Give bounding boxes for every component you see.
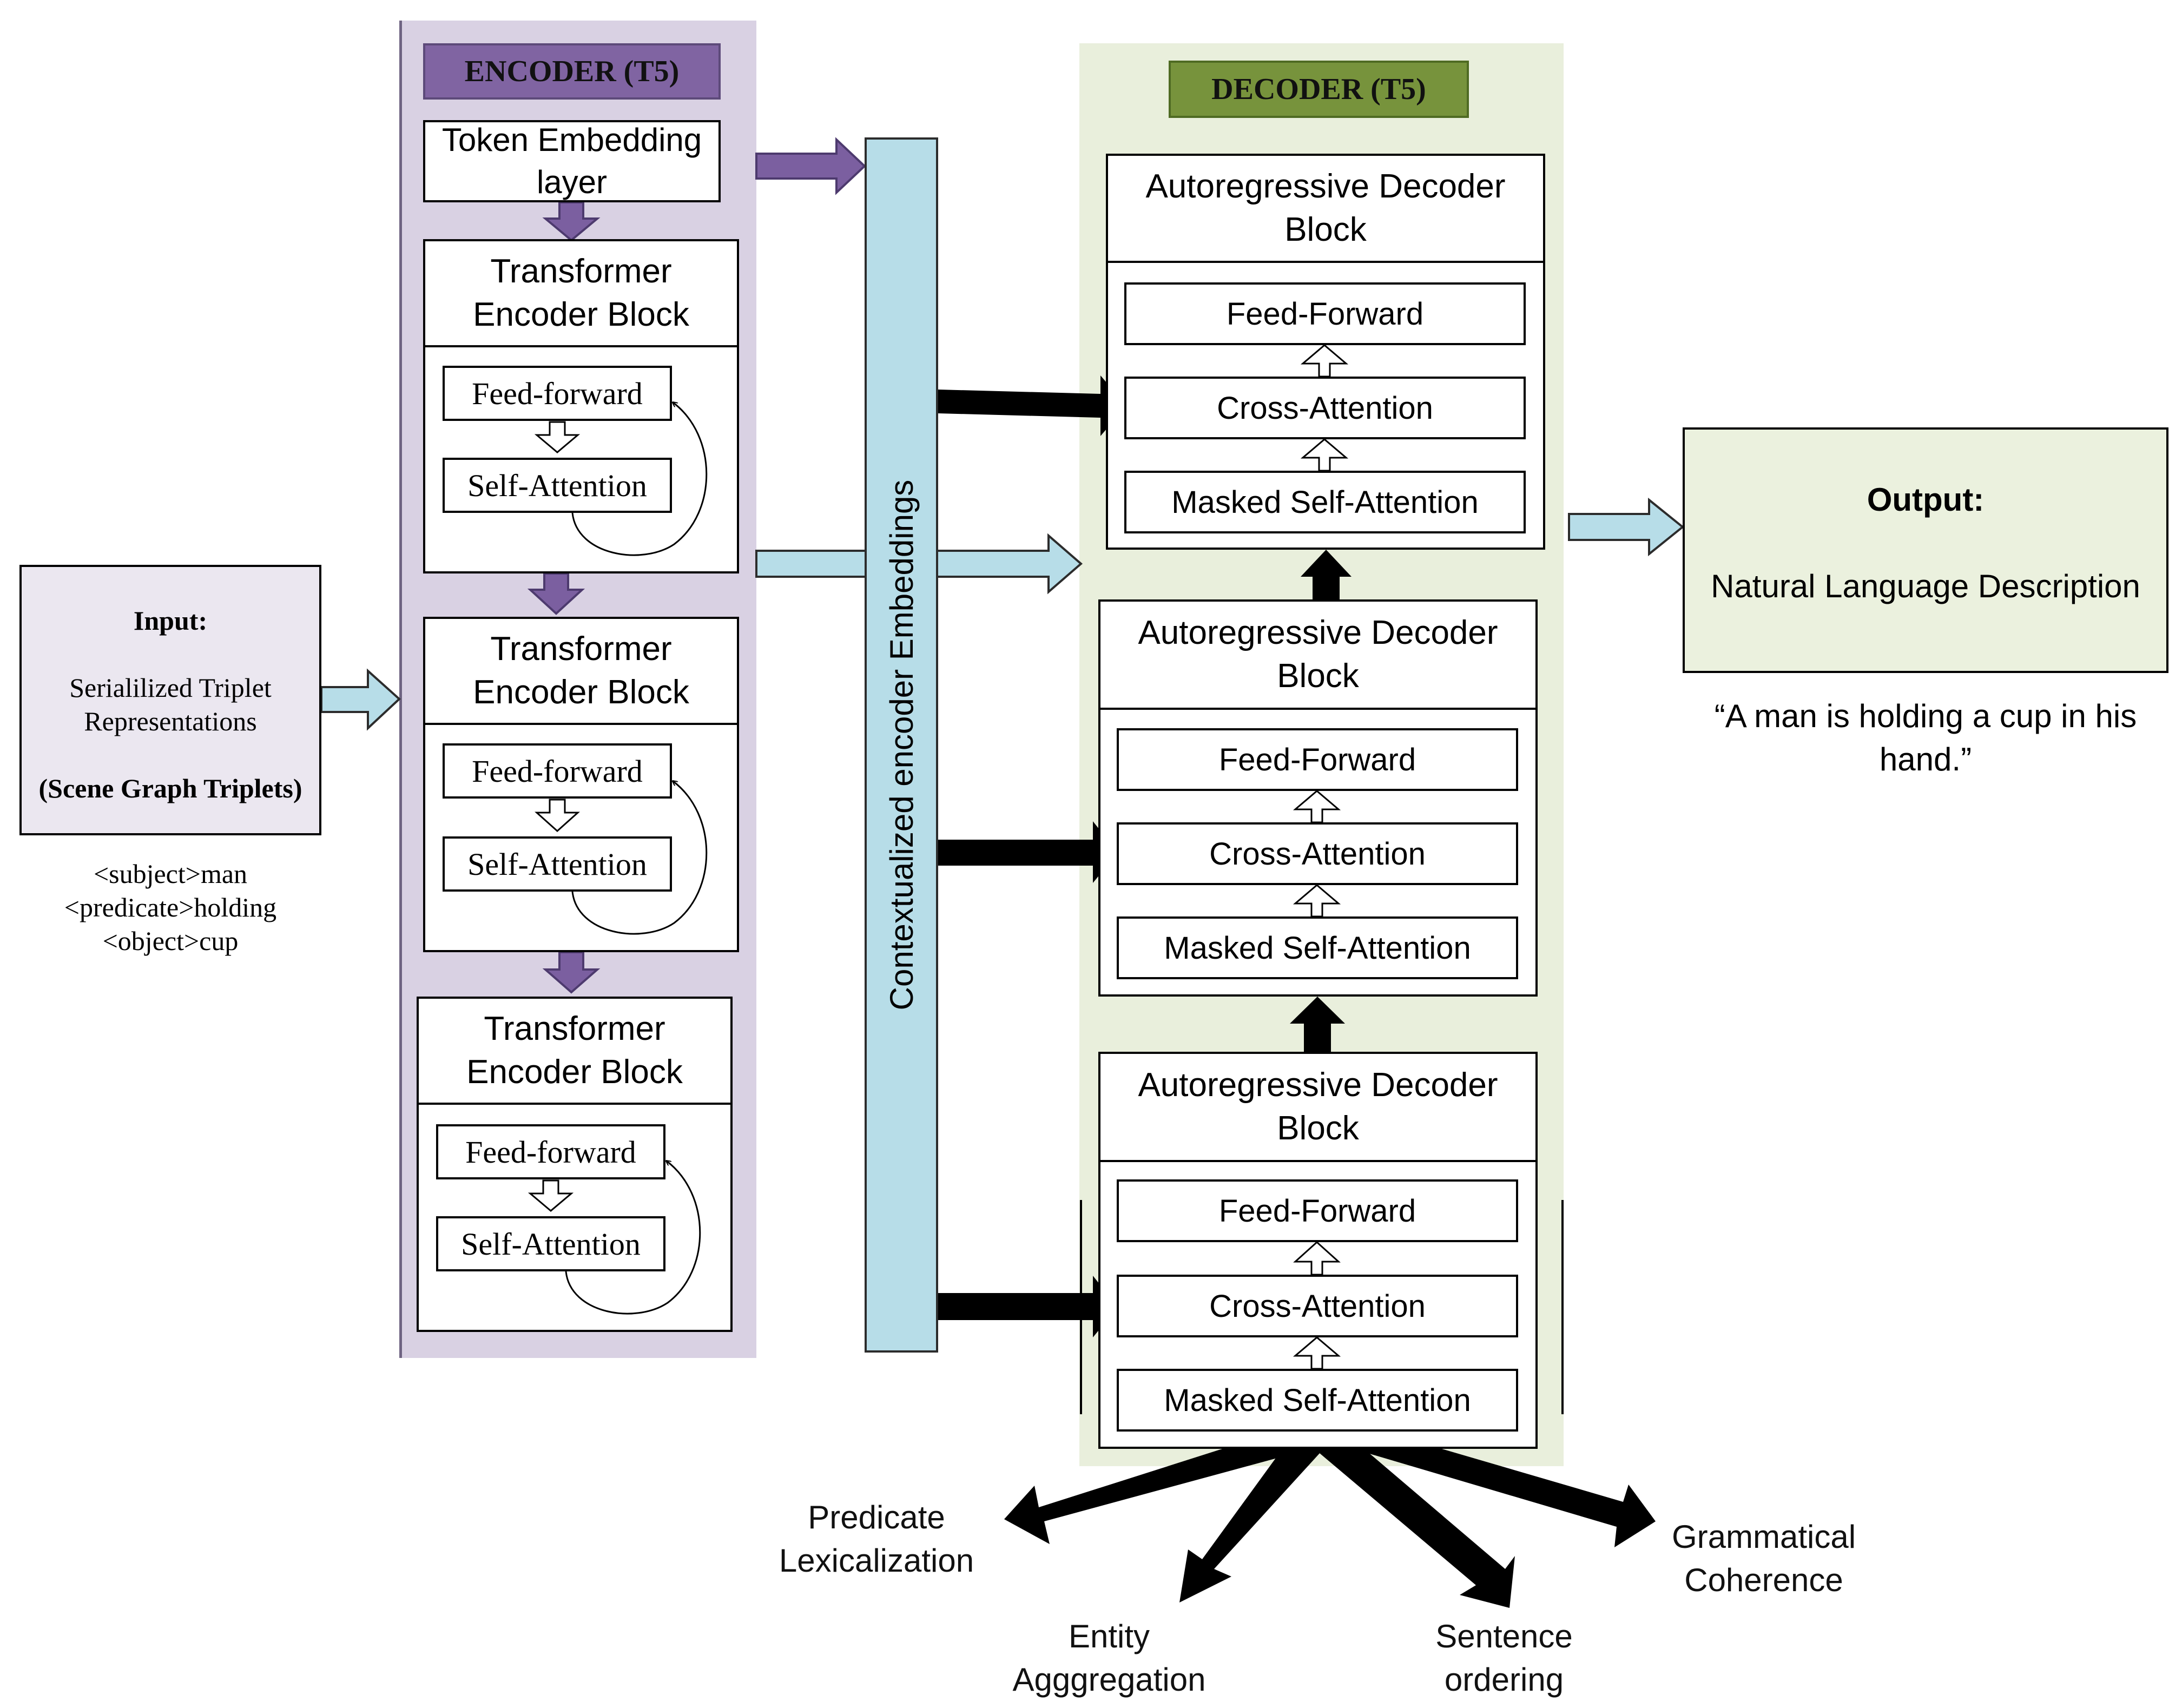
feed-forward-layer: Feed-forward xyxy=(436,1124,665,1179)
decoder-block-connectors xyxy=(1300,344,1349,472)
feed-forward-layer: Feed-forward xyxy=(443,366,672,421)
entity-arrow xyxy=(1179,1428,1327,1603)
encoder-block-2: Transformer Encoder Block Feed-forward S… xyxy=(423,617,739,952)
recurrence-loop xyxy=(571,781,708,935)
decoder-block-1: Autoregressive Decoder Block Feed-Forwar… xyxy=(1106,154,1545,550)
grammatical-arrow xyxy=(1320,1416,1656,1547)
token-to-embeddings-arrow xyxy=(755,137,866,195)
input-scene-graph-label: (Scene Graph Triplets) xyxy=(38,773,302,803)
decoder-block-connectors xyxy=(1293,790,1341,918)
encoder-block-connectors xyxy=(528,999,701,1315)
up-arrow-hollow xyxy=(1293,1336,1341,1370)
encoder-block-title: Transformer Encoder Block xyxy=(419,999,730,1105)
encoder-block-1: Transformer Encoder Block Feed-forward S… xyxy=(423,239,739,573)
grammatical-coherence-label: Grammatical Coherence xyxy=(1671,1519,1856,1598)
embeddings-to-cross-attention-3-arrow xyxy=(938,1276,1118,1337)
block2-to-block3-arrow xyxy=(542,951,601,994)
encoder-title: ENCODER (T5) xyxy=(423,43,721,100)
decoder3-to-decoder2-arrow xyxy=(1290,997,1345,1052)
recurrence-loop xyxy=(571,403,708,556)
feed-forward-layer: Feed-Forward xyxy=(1117,1179,1518,1242)
cross-attention-layer: Cross-Attention xyxy=(1117,1275,1518,1337)
decoder-block-title: Autoregressive Decoder Block xyxy=(1100,602,1535,710)
sentence-arrow xyxy=(1309,1426,1515,1608)
feed-forward-layer: Feed-Forward xyxy=(1117,728,1518,791)
masked-self-attention-layer: Masked Self-Attention xyxy=(1124,471,1526,533)
up-arrow-hollow xyxy=(535,799,580,833)
up-arrow-hollow xyxy=(1293,790,1341,823)
decoder-block-title: Autoregressive Decoder Block xyxy=(1108,156,1543,263)
decoder-to-output-arrow xyxy=(1568,497,1685,557)
up-arrow-hollow xyxy=(1293,884,1341,918)
encoder-block-connectors xyxy=(535,619,708,935)
encoder-block-title: Transformer Encoder Block xyxy=(425,619,737,725)
input-example: <subject>man <predicate>holding <object>… xyxy=(64,859,277,956)
decoder-title: DECODER (T5) xyxy=(1169,61,1469,118)
up-arrow-hollow xyxy=(534,421,581,453)
output-box: Output: Natural Language Description “A … xyxy=(1683,427,2168,777)
encoder-block-connectors xyxy=(534,241,708,556)
masked-self-attention-layer: Masked Self-Attention xyxy=(1117,916,1518,979)
block1-to-block2-arrow xyxy=(527,572,585,615)
token-embedding-layer: Token Embedding layer xyxy=(423,120,721,202)
embeddings-to-cross-attention-1-arrow xyxy=(938,375,1126,436)
embeddings-label: Contextualized encoder Embeddings xyxy=(883,479,920,1011)
cross-attention-layer: Cross-Attention xyxy=(1117,822,1518,885)
input-description: Serialilized Triplet Representations xyxy=(69,672,272,736)
self-attention-layer: Self-Attention xyxy=(443,836,672,892)
output-example: “A man is holding a cup in his hand.” xyxy=(1714,698,2137,777)
decoder-block-3: Autoregressive Decoder Block Feed-Forwar… xyxy=(1098,1052,1538,1449)
entity-aggregation-label: Entity Agggregation xyxy=(1012,1618,1206,1698)
decoder-block-connectors xyxy=(1293,1241,1341,1370)
up-arrow-hollow xyxy=(1300,344,1349,378)
input-to-encoder-arrow xyxy=(320,668,401,731)
input-box: Input: Serialilized Triplet Representati… xyxy=(19,565,321,956)
feed-forward-layer: Feed-forward xyxy=(443,743,672,799)
sentence-ordering-label: Sentence ordering xyxy=(1435,1618,1573,1698)
feed-forward-layer: Feed-Forward xyxy=(1124,282,1526,345)
outcome-arrows xyxy=(1004,1416,1656,1608)
cross-attention-layer: Cross-Attention xyxy=(1124,377,1526,439)
recurrence-loop xyxy=(565,1161,701,1315)
up-arrow-hollow xyxy=(1300,438,1349,472)
decoder-block-title: Autoregressive Decoder Block xyxy=(1100,1054,1535,1162)
output-heading: Output: xyxy=(1867,482,1985,518)
token-to-block1-arrow xyxy=(542,201,601,242)
self-attention-layer: Self-Attention xyxy=(436,1216,665,1271)
decoder2-to-decoder1-arrow xyxy=(1301,550,1352,602)
up-arrow-hollow xyxy=(1293,1241,1341,1276)
input-heading: Input: xyxy=(133,605,208,636)
embeddings-to-cross-attention-2-arrow xyxy=(938,821,1118,883)
encoder-block-3: Transformer Encoder Block Feed-forward S… xyxy=(417,997,733,1332)
decoder-block-2: Autoregressive Decoder Block Feed-Forwar… xyxy=(1098,599,1538,997)
predicate-arrow xyxy=(1004,1423,1331,1544)
up-arrow-hollow xyxy=(528,1179,574,1212)
masked-self-attention-layer: Masked Self-Attention xyxy=(1117,1369,1518,1432)
encoder-block-title: Transformer Encoder Block xyxy=(425,241,737,347)
output-subtitle: Natural Language Description xyxy=(1711,568,2140,604)
contextualized-embeddings-bar: Contextualized encoder Embeddings xyxy=(865,137,938,1353)
self-attention-layer: Self-Attention xyxy=(443,458,672,513)
predicate-lexicalization-label: Predicate Lexicalization xyxy=(779,1499,974,1579)
